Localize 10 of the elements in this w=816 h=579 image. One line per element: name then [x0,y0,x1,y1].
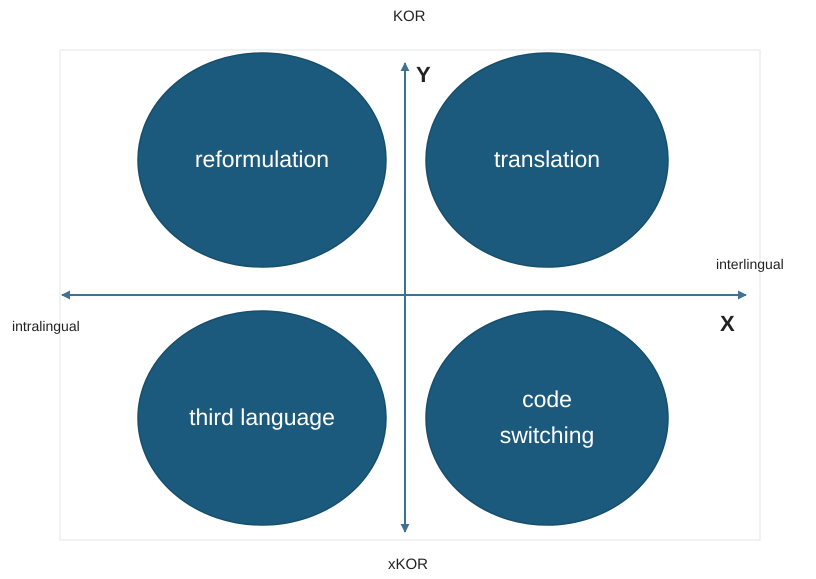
axis-letter: X [720,311,735,337]
axis-letter: Y [416,62,431,88]
axis-label: xKOR [388,556,428,573]
quadrant-label: translation [492,145,602,174]
axis-label: interlingual [716,256,784,272]
quadrant-label: reformulation [194,145,330,174]
quadrant-label: code switching [498,385,596,450]
axis-label: intralingual [12,318,80,334]
axis-label: KOR [393,8,426,25]
quadrant-label: third language [188,403,336,432]
